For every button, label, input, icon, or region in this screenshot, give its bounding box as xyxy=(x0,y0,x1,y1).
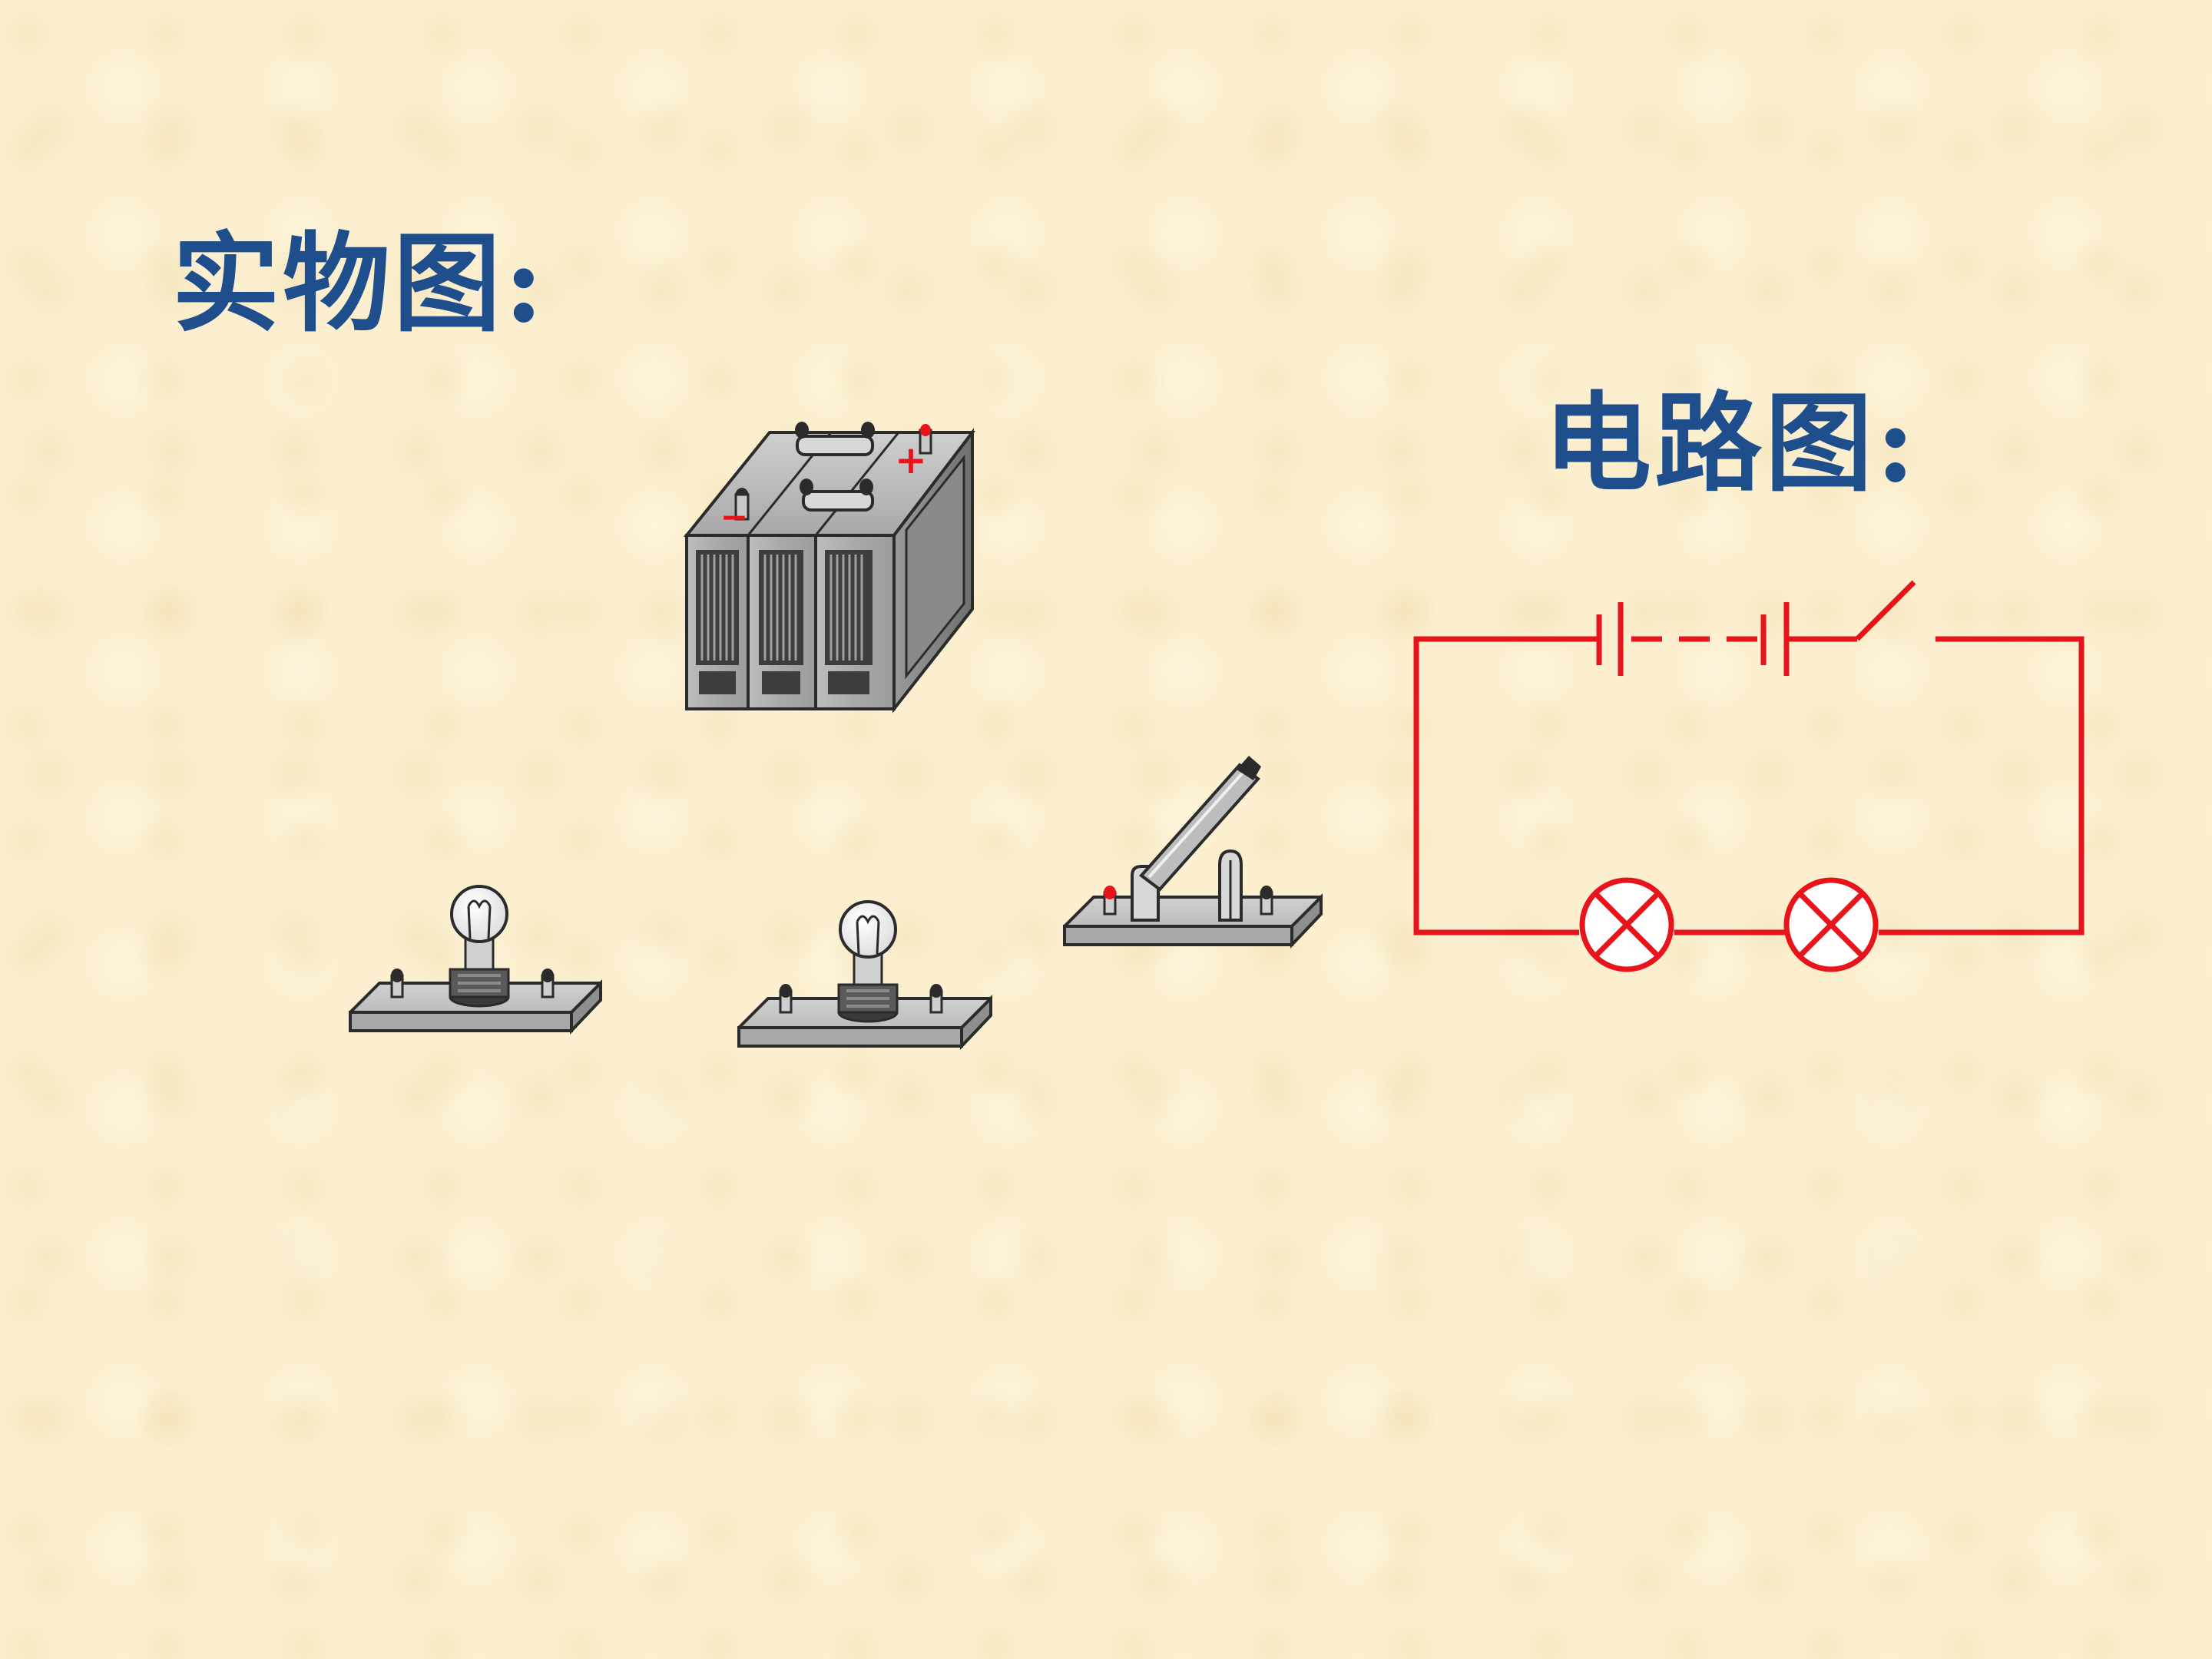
battery-cell-3 xyxy=(814,534,896,710)
circuit-schematic xyxy=(1413,580,2085,972)
battery-cell-2 xyxy=(747,534,817,710)
battery-positive-terminal: + xyxy=(895,424,932,482)
switch-symbol-icon xyxy=(1855,580,1916,641)
physical-diagram-title: 实物图: xyxy=(172,221,547,347)
bulb-holder-icon xyxy=(737,900,992,1051)
cell-symbol-icon xyxy=(1596,602,1624,676)
lamp-symbol-icon xyxy=(1579,877,1674,972)
battery-pack-icon: − + xyxy=(683,422,976,714)
bulb-holder-icon xyxy=(349,885,602,1035)
knife-switch-icon xyxy=(1063,756,1323,949)
battery-cell-1 xyxy=(685,534,750,710)
circuit-diagram-title: 电路图: xyxy=(1544,381,1919,507)
cell-symbol-icon xyxy=(1760,602,1790,676)
lamp-symbol-icon xyxy=(1783,877,1879,972)
battery-plus-label: + xyxy=(895,438,927,482)
battery-negative-terminal: − xyxy=(720,493,750,537)
battery-minus-label: − xyxy=(720,498,749,537)
circuit-wire-left xyxy=(1413,636,1599,935)
circuit-wire-right xyxy=(1879,636,2085,935)
